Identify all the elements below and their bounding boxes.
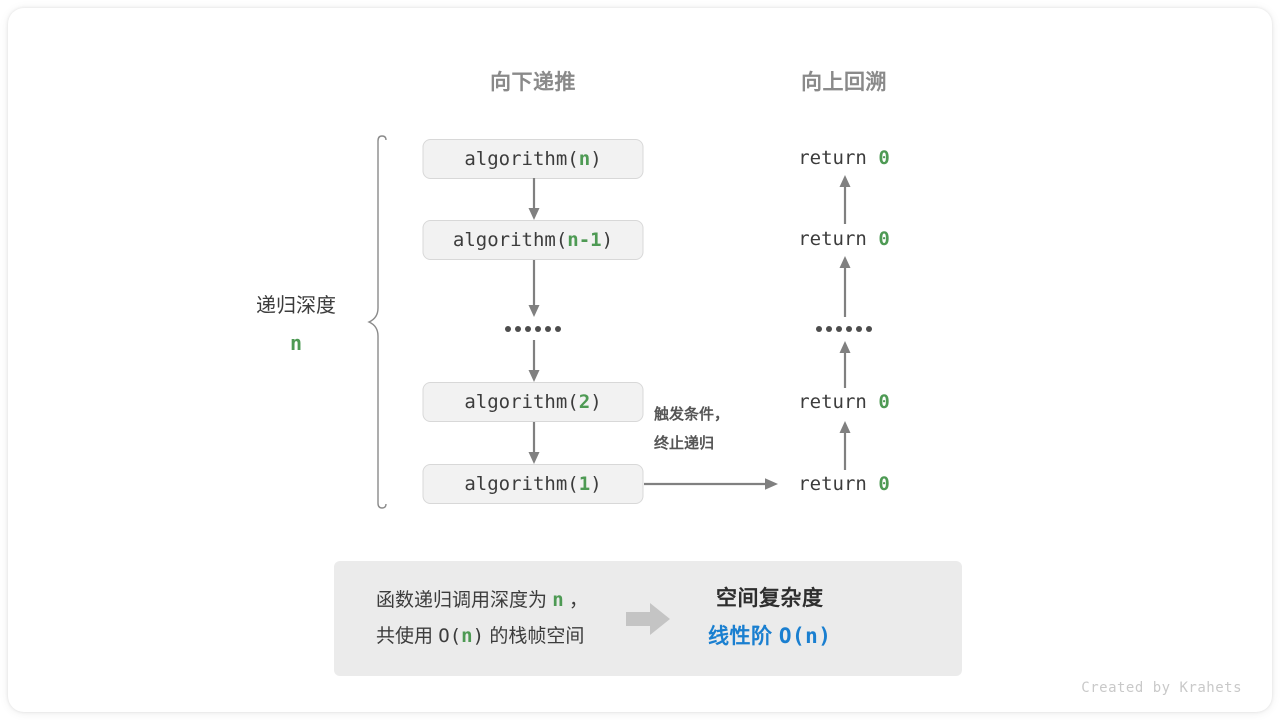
down-arrow-2 [528, 260, 540, 317]
down-arrow-1 [528, 178, 540, 220]
up-arrow-2 [839, 256, 851, 317]
base-case-arrow [644, 478, 778, 490]
call-box-prefix: algorithm( [452, 229, 568, 251]
return-keyword: return [798, 228, 867, 250]
call-box-prefix: algorithm( [464, 148, 579, 170]
up-arrow-1 [839, 175, 851, 224]
return-ellipsis [816, 326, 872, 332]
column-header-descend: 向下递推 [490, 71, 576, 94]
summary-panel: 函数递归调用深度为 n ， 共使用 O(n) 的栈帧空间 空间复杂度 线性阶 O… [334, 561, 962, 676]
call-box-prefix: algorithm( [464, 391, 579, 413]
summary-line-1: 函数递归调用深度为 n ， [376, 583, 588, 618]
recursion-depth-text: 递归深度 [256, 295, 336, 317]
return-statement-4: return 0 [798, 473, 890, 495]
summary-line2-var: n [461, 624, 473, 647]
return-keyword: return [798, 147, 867, 169]
call-box-n[interactable]: algorithm(n) [422, 139, 644, 179]
call-box-prefix: algorithm( [464, 473, 579, 495]
return-statement-1: return 0 [798, 147, 890, 169]
implies-arrow-icon [626, 602, 671, 635]
summary-result-order: 线性阶 [708, 625, 779, 648]
summary-description: 函数递归调用深度为 n ， 共使用 O(n) 的栈帧空间 [376, 583, 588, 653]
up-arrow-4 [839, 421, 851, 470]
column-header-backtrack: 向上回溯 [801, 71, 887, 94]
summary-result: 空间复杂度 线性阶 O(n) [708, 581, 831, 656]
down-arrow-4 [528, 422, 540, 464]
summary-line-2: 共使用 O(n) 的栈帧空间 [376, 619, 588, 654]
call-ellipsis [505, 326, 561, 332]
trigger-condition-note: 触发条件， 终止递归 [654, 400, 729, 459]
summary-result-notation: O(n) [778, 624, 832, 648]
return-value: 0 [878, 473, 890, 495]
return-value: 0 [878, 147, 890, 169]
return-keyword: return [798, 391, 867, 413]
summary-line1-tail: ， [563, 590, 589, 612]
summary-line1-var: n [552, 589, 564, 612]
call-box-suffix: ) [590, 391, 602, 413]
trigger-note-line1: 触发条件， [654, 406, 730, 423]
return-value: 0 [878, 228, 890, 250]
summary-result-value: 线性阶 O(n) [708, 618, 831, 656]
diagram-card: 向下递推 向上回溯 递归深度 n algorithm(n) algorithm(… [8, 8, 1272, 712]
call-box-arg: n-1 [567, 229, 602, 251]
summary-result-title: 空间复杂度 [715, 587, 824, 611]
credit-footer: Created by Krahets [1081, 680, 1242, 696]
call-box-suffix: ) [601, 229, 614, 251]
up-arrow-3 [839, 341, 851, 388]
summary-line2-open: O( [438, 624, 462, 647]
call-box-arg: n [578, 148, 591, 170]
summary-line2-text: 共使用 [376, 625, 439, 647]
call-box-2[interactable]: algorithm(2) [422, 382, 644, 422]
call-box-arg: 2 [578, 391, 591, 413]
down-arrow-3 [528, 340, 540, 382]
call-box-n-minus-1[interactable]: algorithm(n-1) [422, 220, 644, 260]
summary-line1-text: 函数递归调用深度为 [376, 590, 553, 612]
return-statement-3: return 0 [798, 391, 890, 413]
recursion-depth-label: 递归深度 n [256, 288, 336, 362]
trigger-note-line2: 终止递归 [654, 435, 715, 453]
summary-line2-close: ) [472, 624, 485, 647]
recursion-depth-value: n [289, 331, 303, 355]
recursion-depth-brace [367, 135, 387, 509]
call-box-arg: 1 [578, 473, 591, 495]
call-box-suffix: ) [590, 148, 602, 170]
return-statement-2: return 0 [798, 228, 890, 250]
call-box-1[interactable]: algorithm(1) [422, 464, 644, 504]
summary-line2-tail: 的栈帧空间 [484, 625, 585, 647]
return-keyword: return [798, 473, 867, 495]
return-value: 0 [878, 391, 890, 413]
call-box-suffix: ) [590, 473, 602, 495]
